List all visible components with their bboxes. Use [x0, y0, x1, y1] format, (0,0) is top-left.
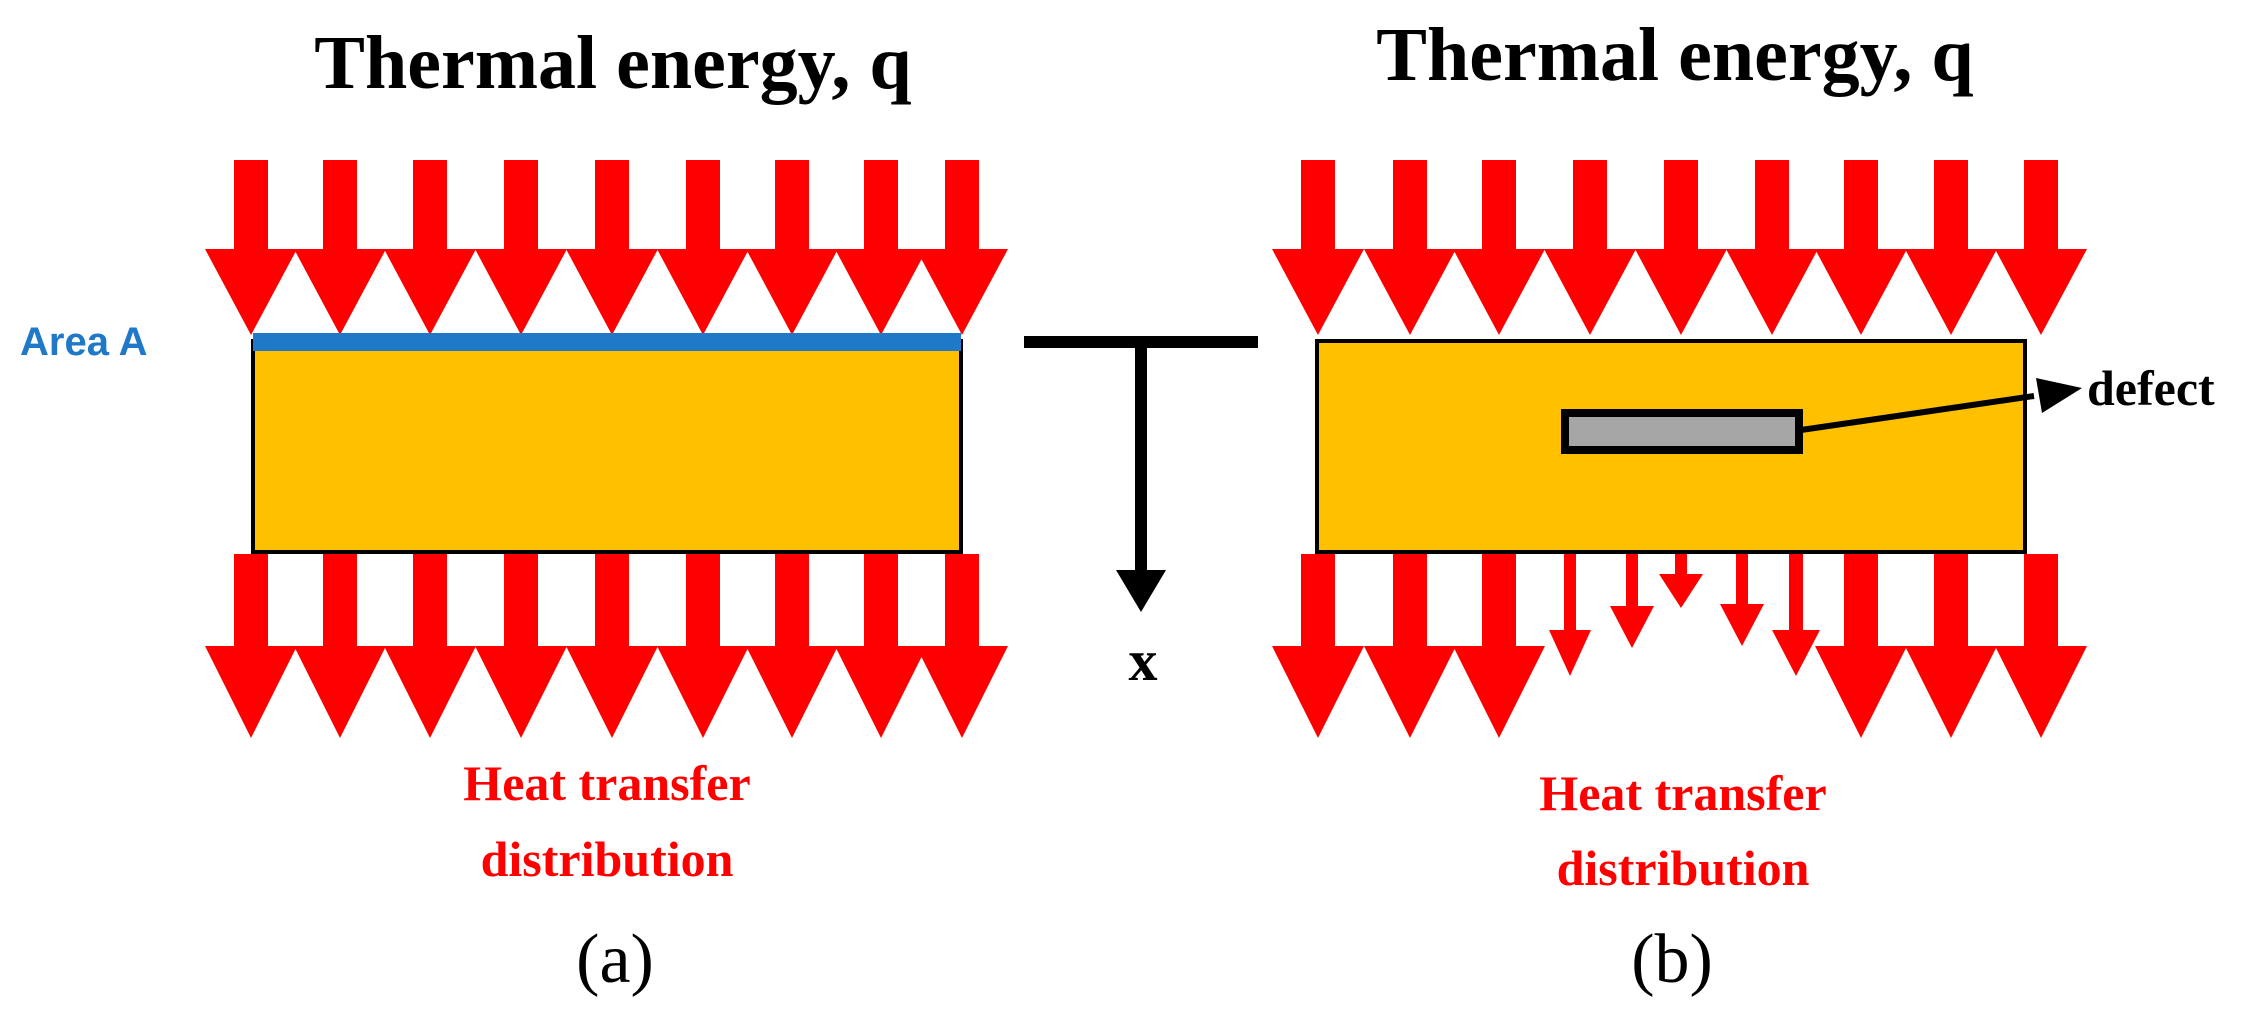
panel-a-incoming-arrows	[205, 160, 1008, 335]
heat-arrow-out-reduced-4	[1720, 554, 1764, 646]
panel-a-caption: (a)	[576, 921, 654, 998]
heat-arrow-out-4	[475, 554, 567, 738]
heat-arrow-in-2	[294, 160, 386, 335]
heat-arrow-in-5	[1635, 160, 1727, 335]
heat-arrow-out-6	[657, 554, 749, 738]
heat-arrow-in-6	[657, 160, 749, 335]
defect-pointer-arrowhead-icon	[2036, 378, 2082, 413]
heat-arrow-in-9	[1995, 160, 2087, 335]
heat-arrow-in-6	[1726, 160, 1818, 335]
heat-arrow-out-reduced-5	[1772, 554, 1820, 676]
heat-arrow-out-3	[384, 554, 476, 738]
defect-pointer-line	[1800, 393, 2035, 433]
x-axis-indicator: x	[1024, 336, 1258, 693]
heat-arrow-in-2	[1364, 160, 1456, 335]
panel-a: Thermal energy, q Area A Heat transfer d…	[20, 21, 1008, 998]
heat-arrow-in-3	[384, 160, 476, 335]
panel-a-area-label: Area A	[20, 320, 147, 364]
panel-b-defect	[1561, 409, 1803, 454]
heat-arrow-out-2	[1364, 554, 1456, 738]
heat-arrow-out-1	[205, 554, 297, 738]
panel-b-defect-label: defect	[2087, 360, 2215, 416]
panel-b: Thermal energy, q defect Heat transfer d…	[1272, 13, 2215, 998]
heat-arrow-out-1	[1272, 554, 1364, 738]
heat-arrow-out-reduced-3	[1659, 554, 1703, 608]
heat-arrow-out-3	[1453, 554, 1545, 738]
panel-b-title: Thermal energy, q	[1376, 13, 1973, 97]
panel-a-outgoing-arrows	[205, 554, 1008, 738]
panel-a-heat-label-line2: distribution	[481, 831, 734, 887]
heat-arrow-in-8	[835, 160, 927, 335]
heat-arrow-out-5	[1905, 554, 1997, 738]
panel-b-outgoing-arrows	[1272, 554, 2087, 738]
panel-a-material-block	[251, 339, 963, 554]
heat-arrow-in-5	[566, 160, 658, 335]
axis-label: x	[1129, 628, 1158, 693]
heat-arrow-in-7	[1815, 160, 1907, 335]
heat-arrow-in-3	[1453, 160, 1545, 335]
heat-arrow-out-reduced-2	[1610, 554, 1654, 648]
heat-arrow-out-2	[294, 554, 386, 738]
heat-arrow-in-1	[1272, 160, 1364, 335]
heat-arrow-in-4	[475, 160, 567, 335]
heat-arrow-in-8	[1905, 160, 1997, 335]
axis-arrowhead-icon	[1116, 570, 1166, 612]
heat-arrow-out-reduced-1	[1549, 554, 1591, 676]
panel-a-title: Thermal energy, q	[314, 21, 911, 105]
heat-arrow-out-4	[1815, 554, 1907, 738]
heat-arrow-out-5	[566, 554, 658, 738]
heat-arrow-out-7	[746, 554, 838, 738]
heat-arrow-in-1	[205, 160, 297, 335]
heat-arrow-in-9	[916, 160, 1008, 335]
heat-arrow-out-6	[1995, 554, 2087, 738]
heat-arrow-in-4	[1544, 160, 1636, 335]
heat-arrow-out-9	[916, 554, 1008, 738]
panel-b-incoming-arrows	[1272, 160, 2087, 335]
panel-b-caption: (b)	[1631, 921, 1713, 998]
heat-arrow-out-8	[835, 554, 927, 738]
panel-b-heat-label-line2: distribution	[1557, 840, 1810, 896]
heat-arrow-in-7	[746, 160, 838, 335]
panel-a-area-surface	[253, 333, 961, 351]
panel-a-heat-label-line1: Heat transfer	[463, 755, 750, 811]
panel-b-heat-label-line1: Heat transfer	[1539, 765, 1826, 821]
